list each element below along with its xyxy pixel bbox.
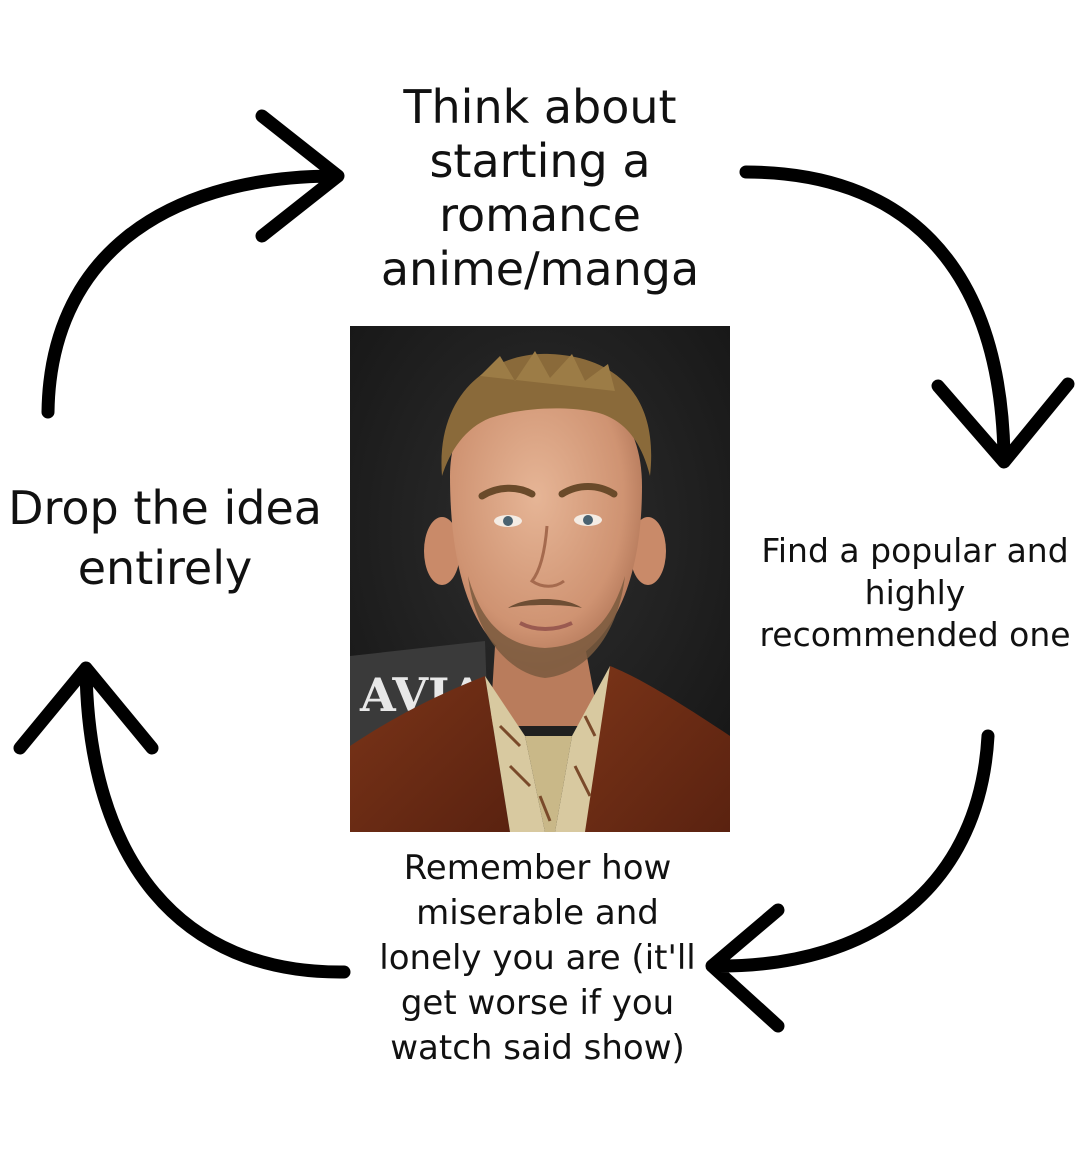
- step-drop-idea: Drop the idea entirely: [8, 481, 322, 595]
- arrow-right-to-bottom: [705, 729, 995, 1033]
- arrow-bottom-to-left: [13, 661, 351, 979]
- arrow-left-to-top: [41, 109, 345, 419]
- step-find-popular-one: Find a popular and highly recommended on…: [759, 531, 1071, 654]
- portrait-photo: AVIA: [350, 326, 730, 832]
- arrow-top-to-right: [739, 165, 1075, 469]
- step-remember-lonely: Remember how miserable and lonely you ar…: [379, 848, 696, 1068]
- step-think-about-romance: Think about starting a romance anime/man…: [380, 80, 700, 296]
